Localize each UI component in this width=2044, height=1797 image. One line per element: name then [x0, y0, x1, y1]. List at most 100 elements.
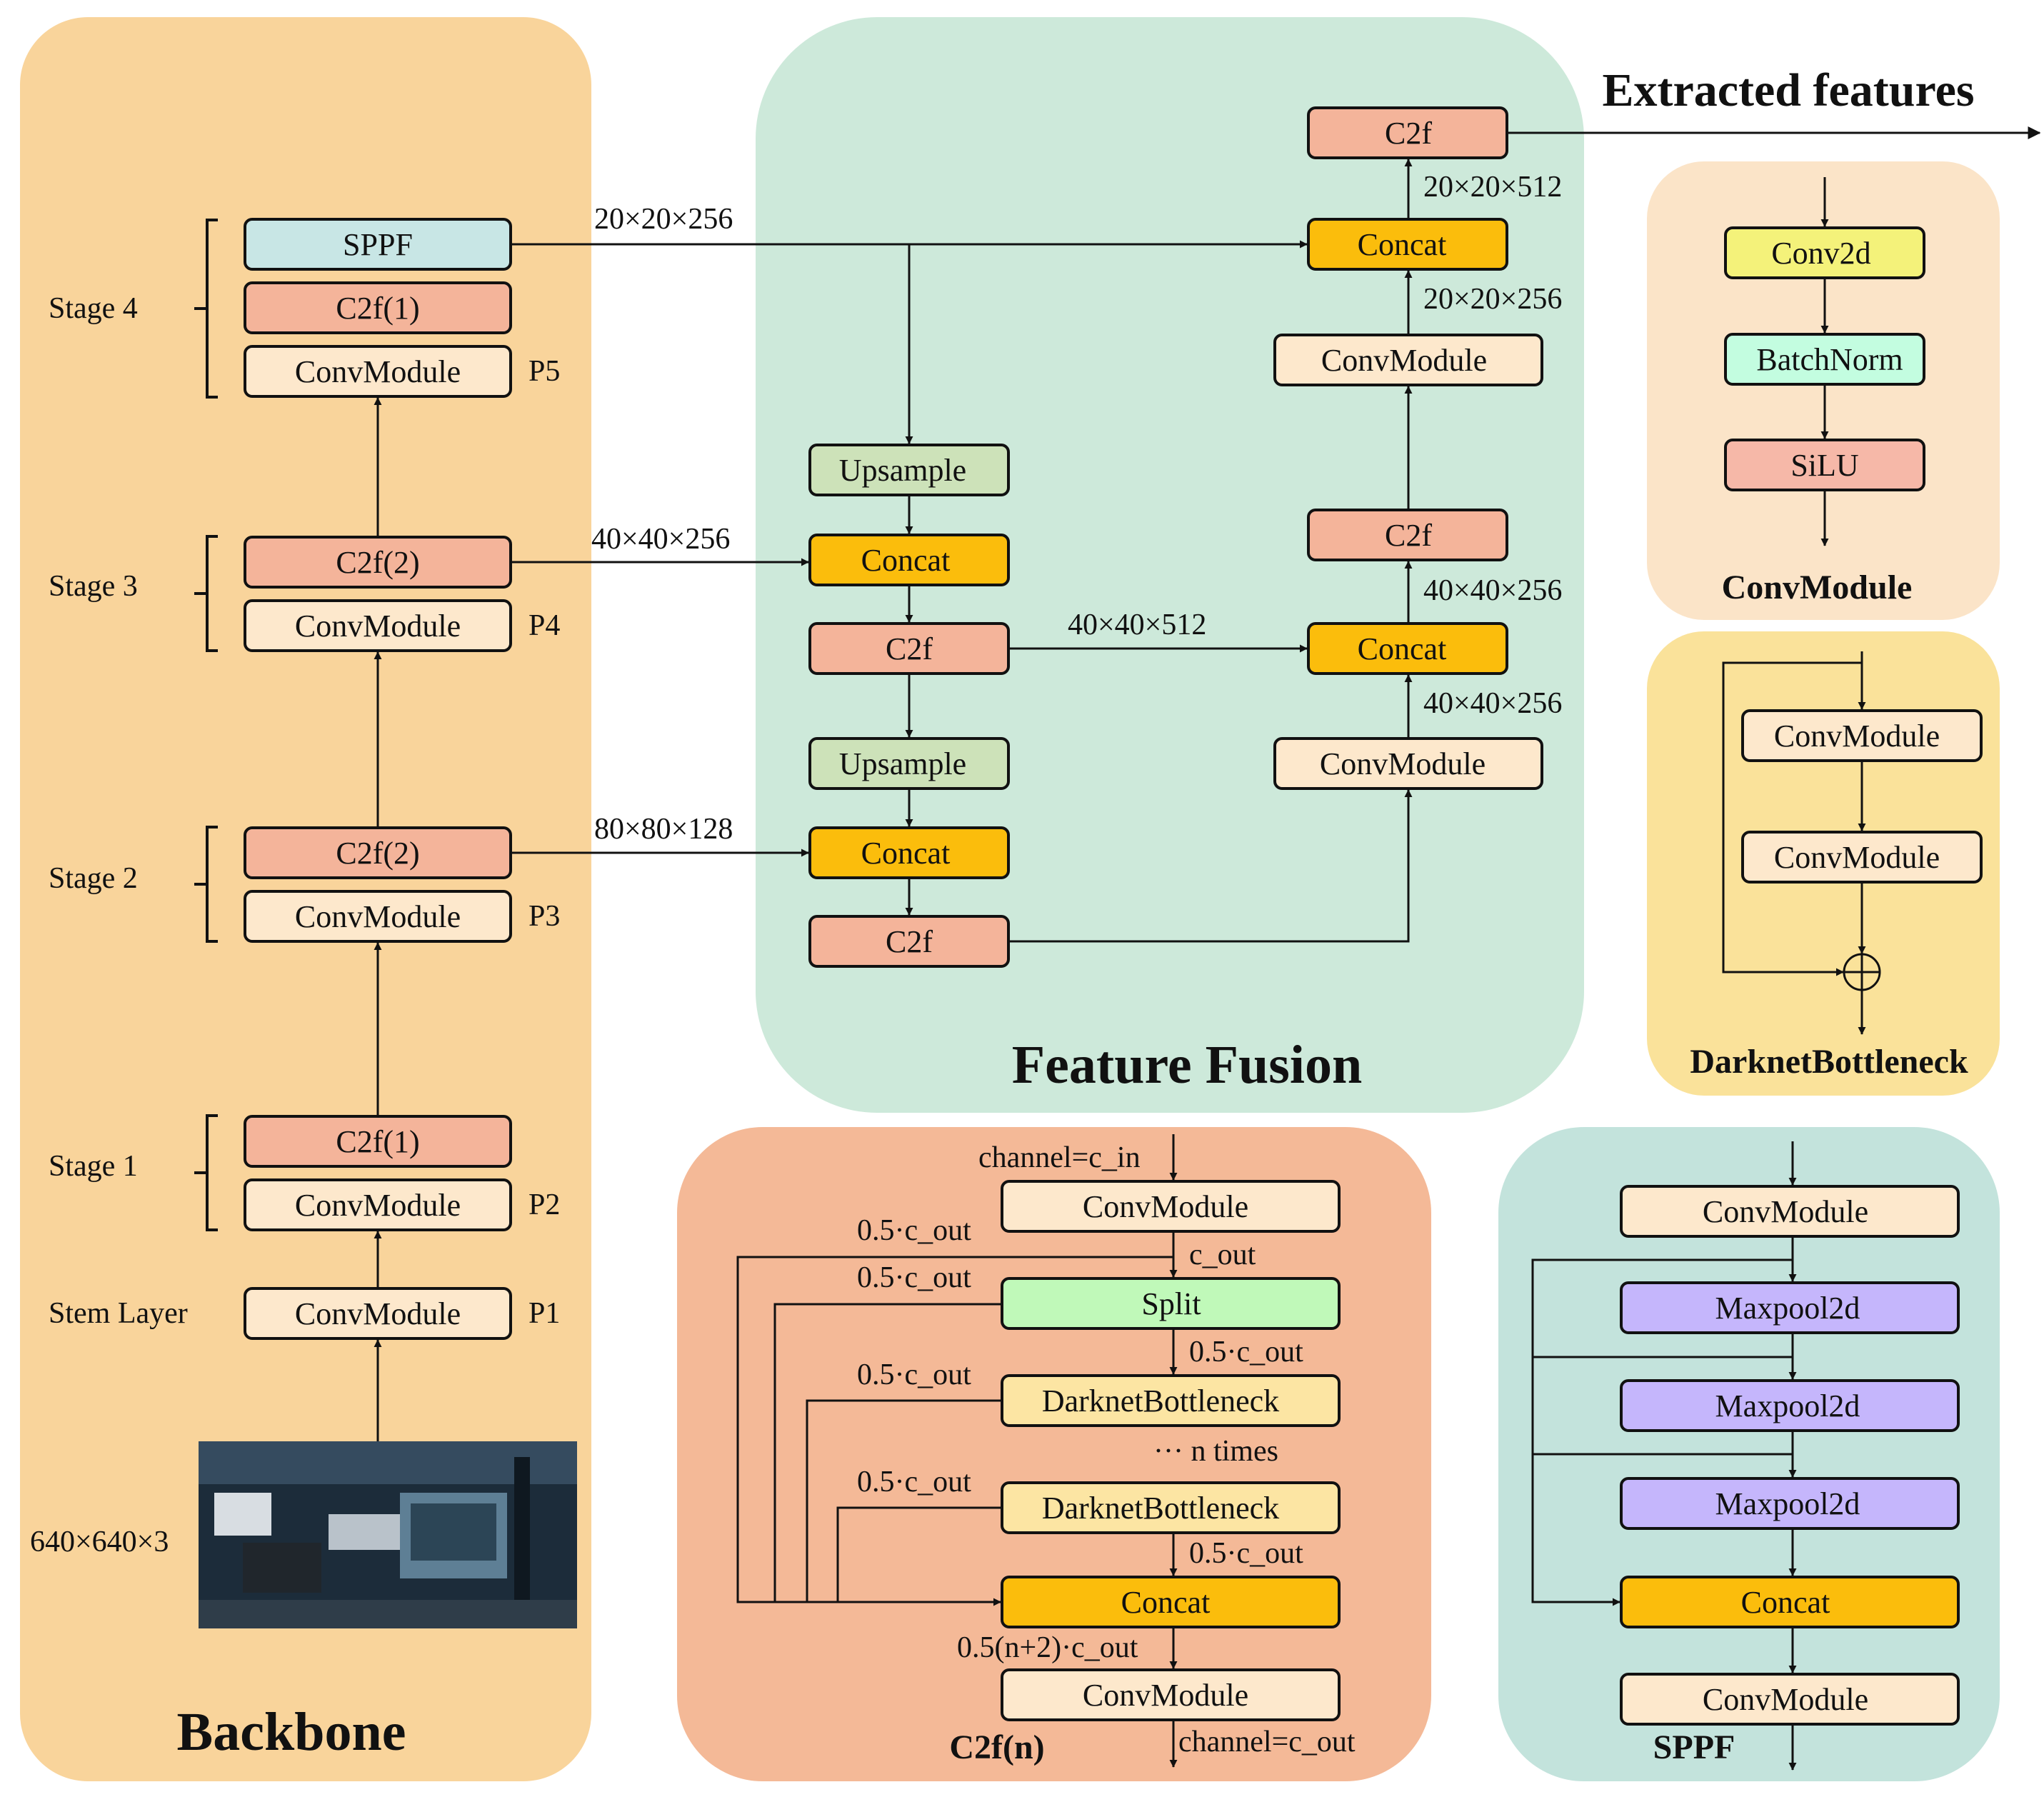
sppf-convmodule-out-label: ConvModule — [1703, 1682, 1868, 1717]
fusion-convmodule-2-label: ConvModule — [1321, 343, 1487, 378]
stage4-convmodule-box — [244, 345, 512, 398]
fusion-c2f-4-label: C2f — [1385, 116, 1432, 151]
fusion-concat-1-label: Concat — [861, 543, 951, 578]
batchnorm-label: BatchNorm — [1756, 342, 1903, 377]
stage1-label: Stage 1 — [49, 1150, 138, 1183]
c2f-half-1-label: 0.5·c_out — [857, 1214, 971, 1247]
c2f-branch-3 — [806, 1399, 1002, 1602]
stage1-c2f-label: C2f(1) — [336, 1124, 419, 1159]
sppf-convmodule-in-label: ConvModule — [1703, 1194, 1868, 1229]
stem-layer-label: Stem Layer — [49, 1297, 188, 1330]
fusion-concat-3-label: Concat — [1358, 631, 1447, 666]
stage2-label: Stage 2 — [49, 862, 138, 895]
input-image — [199, 1441, 577, 1628]
p3-label: P3 — [528, 900, 560, 933]
dim-right-a-label: 40×40×256 — [1423, 687, 1562, 720]
c2f-branch-4 — [836, 1506, 1002, 1602]
c2f-half-3-label: 0.5·c_out — [1189, 1336, 1303, 1368]
stage2-convmodule-box — [244, 890, 512, 943]
darknet-convmodule-2-label: ConvModule — [1774, 840, 1940, 875]
convmodule-panel-title: ConvModule — [1722, 569, 1913, 606]
c2f-split-label: Split — [1141, 1286, 1201, 1321]
sppf-maxpool-3-box — [1620, 1477, 1960, 1530]
dim-right-c-label: 20×20×256 — [1423, 283, 1562, 316]
p5-label: P5 — [528, 355, 560, 388]
sppf-maxpool-1-label: Maxpool2d — [1715, 1291, 1860, 1326]
c2f-panel-title: C2f(n) — [949, 1728, 1044, 1766]
c2f-convmodule-out-box — [1001, 1668, 1341, 1721]
sppf-concat-label: Concat — [1741, 1585, 1830, 1620]
fusion-c2f-3-label: C2f — [1385, 518, 1432, 553]
sppf-maxpool-3-label: Maxpool2d — [1715, 1486, 1860, 1521]
c2f-convmodule-in-box — [1001, 1180, 1341, 1233]
sppf-panel-title: SPPF — [1653, 1728, 1735, 1766]
fusion-c2f-2-label: C2f — [886, 924, 933, 959]
stage3-convmodule-label: ConvModule — [295, 609, 461, 644]
fusion-upsample-2-label: Upsample — [839, 746, 966, 781]
arrow-dn-shortcut — [1722, 661, 1862, 976]
stage4-convmodule-label: ConvModule — [295, 354, 461, 389]
darknet-convmodule-1-label: ConvModule — [1774, 719, 1940, 754]
c2f-darknet-2-label: DarknetBottleneck — [1042, 1491, 1279, 1526]
dim-right-d-label: 20×20×512 — [1423, 171, 1562, 204]
p4-label: P4 — [528, 609, 560, 642]
sppf-label: SPPF — [343, 227, 413, 262]
silu-label: SiLU — [1790, 448, 1858, 483]
c2f-half-4-label: 0.5·c_out — [857, 1358, 971, 1391]
fusion-convmodule-1-label: ConvModule — [1320, 746, 1486, 781]
sppf-convmodule-out-box — [1620, 1673, 1960, 1726]
sppf-maxpool-1-box — [1620, 1281, 1960, 1334]
dim-right-b-label: 40×40×256 — [1423, 574, 1562, 607]
c2f-branch-1 — [736, 1256, 1173, 1606]
p1-label: P1 — [528, 1297, 560, 1330]
sppf-concat-box — [1620, 1576, 1960, 1628]
arrow-c2f2-to-convmodule1 — [1008, 789, 1413, 943]
c2f-concat-out-label: 0.5(n+2)·c_out — [957, 1631, 1138, 1664]
sppf-maxpool-2-box — [1620, 1379, 1960, 1432]
fusion-concat-2-label: Concat — [861, 836, 951, 871]
sppf-convmodule-in-box — [1620, 1185, 1960, 1238]
dim-p5-label: 20×20×256 — [594, 203, 733, 236]
c2f-half-6-label: 0.5·c_out — [1189, 1537, 1303, 1570]
add-operator-icon — [1843, 953, 1881, 991]
fusion-concat-4-label: Concat — [1358, 227, 1447, 262]
stage4-label: Stage 4 — [49, 292, 138, 325]
feature-fusion-title: Feature Fusion — [1012, 1035, 1362, 1095]
conv2d-label: Conv2d — [1771, 236, 1870, 271]
c2f-concat-box — [1001, 1576, 1341, 1628]
c2f-convmodule-out-label: ConvModule — [1083, 1678, 1248, 1713]
stage4-brace — [194, 219, 218, 399]
extracted-features-label: Extracted features — [1602, 64, 1974, 116]
stage4-c2f-box — [244, 281, 512, 334]
fusion-upsample-1-label: Upsample — [839, 453, 966, 488]
input-size-label: 640×640×3 — [30, 1526, 169, 1558]
stem-convmodule-label: ConvModule — [295, 1296, 461, 1331]
darknet-panel-title: DarknetBottleneck — [1690, 1043, 1968, 1081]
sppf-maxpool-2-label: Maxpool2d — [1715, 1388, 1860, 1423]
stage3-brace — [194, 535, 218, 652]
dim-mid-label: 40×40×512 — [1068, 609, 1206, 641]
stage2-brace — [194, 826, 218, 943]
stage2-c2f-label: C2f(2) — [336, 836, 419, 871]
dim-p4-label: 40×40×256 — [591, 523, 730, 556]
c2f-c-out-label: c_out — [1189, 1238, 1256, 1271]
stage3-label: Stage 3 — [49, 570, 138, 603]
c2f-half-2-label: 0.5·c_out — [857, 1261, 971, 1294]
c2f-branch-2 — [773, 1303, 1002, 1602]
stage2-convmodule-label: ConvModule — [295, 899, 461, 934]
c2f-half-5-label: 0.5·c_out — [857, 1466, 971, 1498]
fusion-c2f-1-label: C2f — [886, 631, 933, 666]
stage4-c2f-label: C2f(1) — [336, 291, 419, 326]
c2f-concat-label: Concat — [1121, 1585, 1211, 1620]
stage1-brace — [194, 1114, 218, 1231]
stage3-c2f-label: C2f(2) — [336, 545, 419, 580]
stage1-convmodule-label: ConvModule — [295, 1188, 461, 1223]
c2f-convmodule-in-label: ConvModule — [1083, 1189, 1248, 1224]
c2f-n-times-label: ··· n times — [1153, 1435, 1278, 1468]
stage1-convmodule-box — [244, 1178, 512, 1231]
sppf-branch-1 — [1531, 1258, 1793, 1606]
c2f-darknet-1-label: DarknetBottleneck — [1042, 1383, 1279, 1418]
p2-label: P2 — [528, 1188, 560, 1221]
c2f-channel-in-label: channel=c_in — [978, 1141, 1141, 1174]
